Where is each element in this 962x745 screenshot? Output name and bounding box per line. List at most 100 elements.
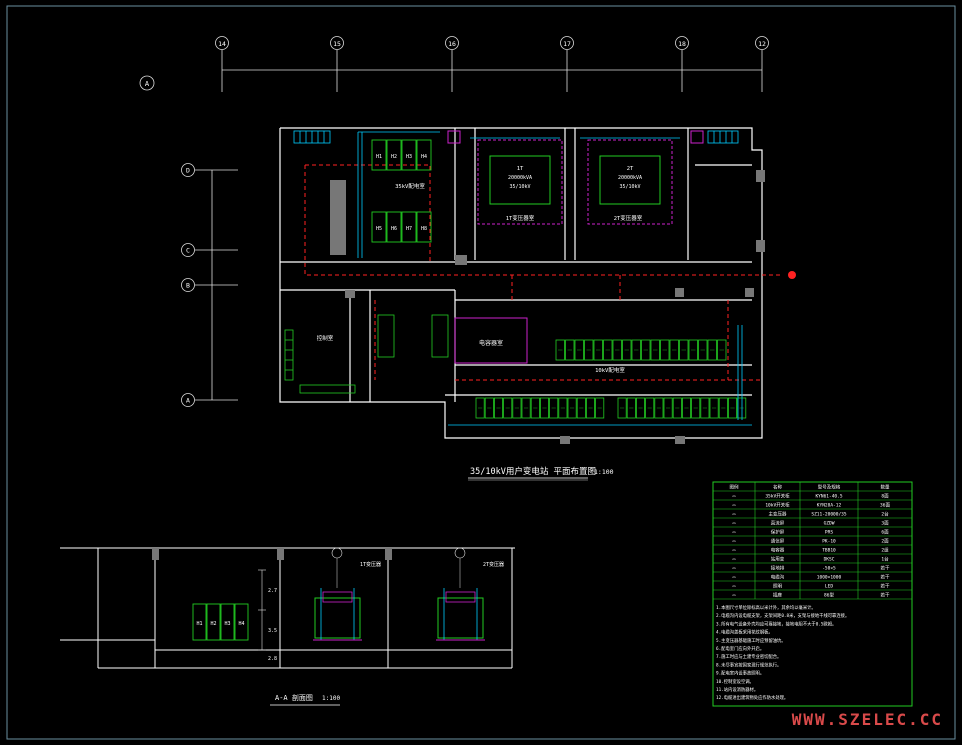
legend-cell: 2面 [881,539,889,545]
cabinet-35kv [401,139,417,171]
legend-cell: ▭ [733,513,736,518]
transformer-name: 1T [517,166,524,172]
legend-note: 11.站内设消防器材。 [716,686,758,693]
plan-title: 35/10kV用户变电站 平面布置图 [470,466,596,477]
watermark-text: WWW.SZELEC.CC [792,710,943,729]
plan-conduits [357,131,752,426]
cabinet-10kv [650,339,660,361]
cabinet-10kv [521,397,531,419]
section-cabinet-label: H2 [210,621,216,627]
section-cabinet-label: H1 [196,621,202,627]
cabinet-35kv [416,211,432,243]
legend-cell: 电缆沟 [771,574,785,581]
cabinet-10kv [549,397,559,419]
room-label-control: 控制室 [317,334,334,342]
legend-cell: 36面 [880,503,890,509]
axis-label: 17 [563,40,571,48]
cabinet-10kv [679,339,689,361]
cabinet-label: H5 [376,226,382,232]
axis-bubble [181,393,195,407]
legend-note: 4.电缆沟盖板采用花纹钢板。 [716,629,773,636]
room-label-1t: 1T变压器室 [506,214,535,222]
legend-note: 6.配电室门应向外开启。 [716,645,764,652]
cabinet-10kv [707,339,717,361]
legend-header-cell: 型号及规格 [818,484,841,491]
cabinet-10kv [586,397,596,419]
axis-label: B [186,282,190,290]
legend-cell: SZ11-20000/35 [811,512,847,518]
cabinet-10kv [717,339,727,361]
legend-cell: 插座 [773,592,782,599]
legend-cell: 若干 [881,592,890,599]
legend-cell: 86型 [824,592,834,599]
cable-route [304,164,780,381]
transformer-ratio: 35/10kV [619,184,640,190]
cabinet-35kv [386,139,402,171]
cabinet-10kv [565,339,575,361]
section-title: A-A 剖面图 [275,693,313,702]
legend-cell: GZDW [824,521,835,527]
section-walls [60,547,515,669]
room-label-2t: 2T变压器室 [614,214,643,222]
transformer-rating: 20000kVA [508,175,532,181]
section-dim-label: 2.7 [268,588,277,594]
transformer-room-boundary [587,139,673,225]
legend-note: 1.本图尺寸单位除标高以米计外，其余均以毫米计。 [716,604,816,611]
cabinet-35kv [401,211,417,243]
section-columns [152,548,392,560]
legend-cell: 接地排 [771,565,785,572]
plan-walls [279,127,763,439]
transformer-name: 2T [627,166,634,172]
transformer-rating: 20000kVA [618,175,642,181]
legend-cell: ▭ [733,522,736,527]
cabinet-10kv [660,339,670,361]
cabinet-10kv [584,339,594,361]
cabinet-label: H3 [406,154,412,160]
plan-small-equipment [447,130,704,144]
legend-cell: 3面 [881,521,889,527]
axis-label: 18 [678,40,686,48]
cabinet-10kv [691,397,701,419]
legend-note: 5.主变压器基础施工时应预留油坑。 [716,637,786,644]
section-transformer [437,597,484,639]
cabinet-10kv [475,397,485,419]
section-dim-label: 3.5 [268,628,277,634]
axis-bubble [215,36,229,50]
section-dims [258,569,266,651]
legend-header-cell: 名称 [773,484,782,491]
section-cabinet [234,603,249,641]
cabinet-10kv [636,397,646,419]
axis-corner: A [139,75,155,91]
cabinet-10kv [663,397,673,419]
legend-note: 7.施工时应与土建专业密切配合。 [716,653,781,660]
legend-cell: PRS [825,530,833,536]
legend-note: 8.未尽事宜按国家现行规范执行。 [716,661,781,668]
legend-cell: 2台 [881,511,889,518]
cabinet-10kv [493,397,503,419]
legend-cell: 照明 [773,584,782,590]
cabinet-35kv [371,211,387,243]
plan-columns [330,170,765,444]
section-transformer [314,597,361,639]
legend-cell: 保护屏 [771,529,785,536]
cabinet-label: H8 [421,226,427,232]
cabinet-10kv [682,397,692,419]
legend-cell: -50×5 [822,566,836,572]
section-cabinet-label: H3 [224,621,230,627]
cabinet-10kv [574,339,584,361]
axis-corner-label: A [145,80,150,88]
legend-cell: LED [825,584,833,590]
cabinet-10kv [622,339,632,361]
legend-cell: 1台 [881,556,889,563]
legend-cell: ▭ [733,540,736,545]
axis-label: 15 [333,40,341,48]
legend-cell: KYN61-40.5 [815,494,842,500]
section-scale: 1:100 [322,695,340,702]
legend-cell: ▭ [733,594,736,599]
cabinet-label: H7 [406,226,412,232]
